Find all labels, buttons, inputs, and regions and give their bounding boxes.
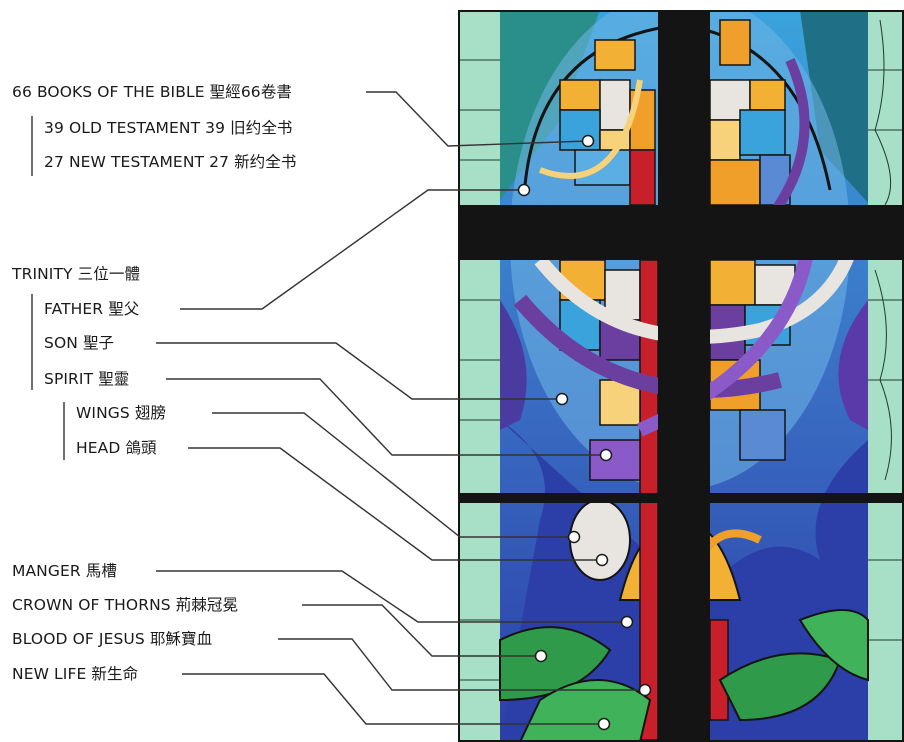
label-son: SON 聖子 — [44, 334, 115, 352]
label-spirit: SPIRIT 聖靈 — [44, 370, 130, 388]
label-new-life: NEW LIFE 新生命 — [12, 665, 139, 683]
label-wings: WINGS 翅膀 — [76, 404, 167, 422]
label-blood-of-jesus: BLOOD OF JESUS 耶穌寶血 — [12, 630, 213, 648]
label-father: FATHER 聖父 — [44, 300, 140, 318]
label-trinity: TRINITY 三位一體 — [12, 265, 141, 283]
label-head: HEAD 鴿頭 — [76, 439, 157, 457]
leader-lines — [31, 91, 645, 725]
label-old-testament: 39 OLD TESTAMENT 39 旧约全书 — [44, 119, 293, 137]
label-crown-of-thorns: CROWN OF THORNS 荊棘冠冕 — [12, 596, 239, 614]
label-new-testament: 27 NEW TESTAMENT 27 新约全书 — [44, 153, 297, 171]
label-manger: MANGER 馬槽 — [12, 562, 117, 580]
label-books-of-bible: 66 BOOKS OF THE BIBLE 聖經66卷書 — [12, 83, 292, 101]
window-glass — [458, 10, 904, 742]
marker-dots — [517, 134, 652, 731]
